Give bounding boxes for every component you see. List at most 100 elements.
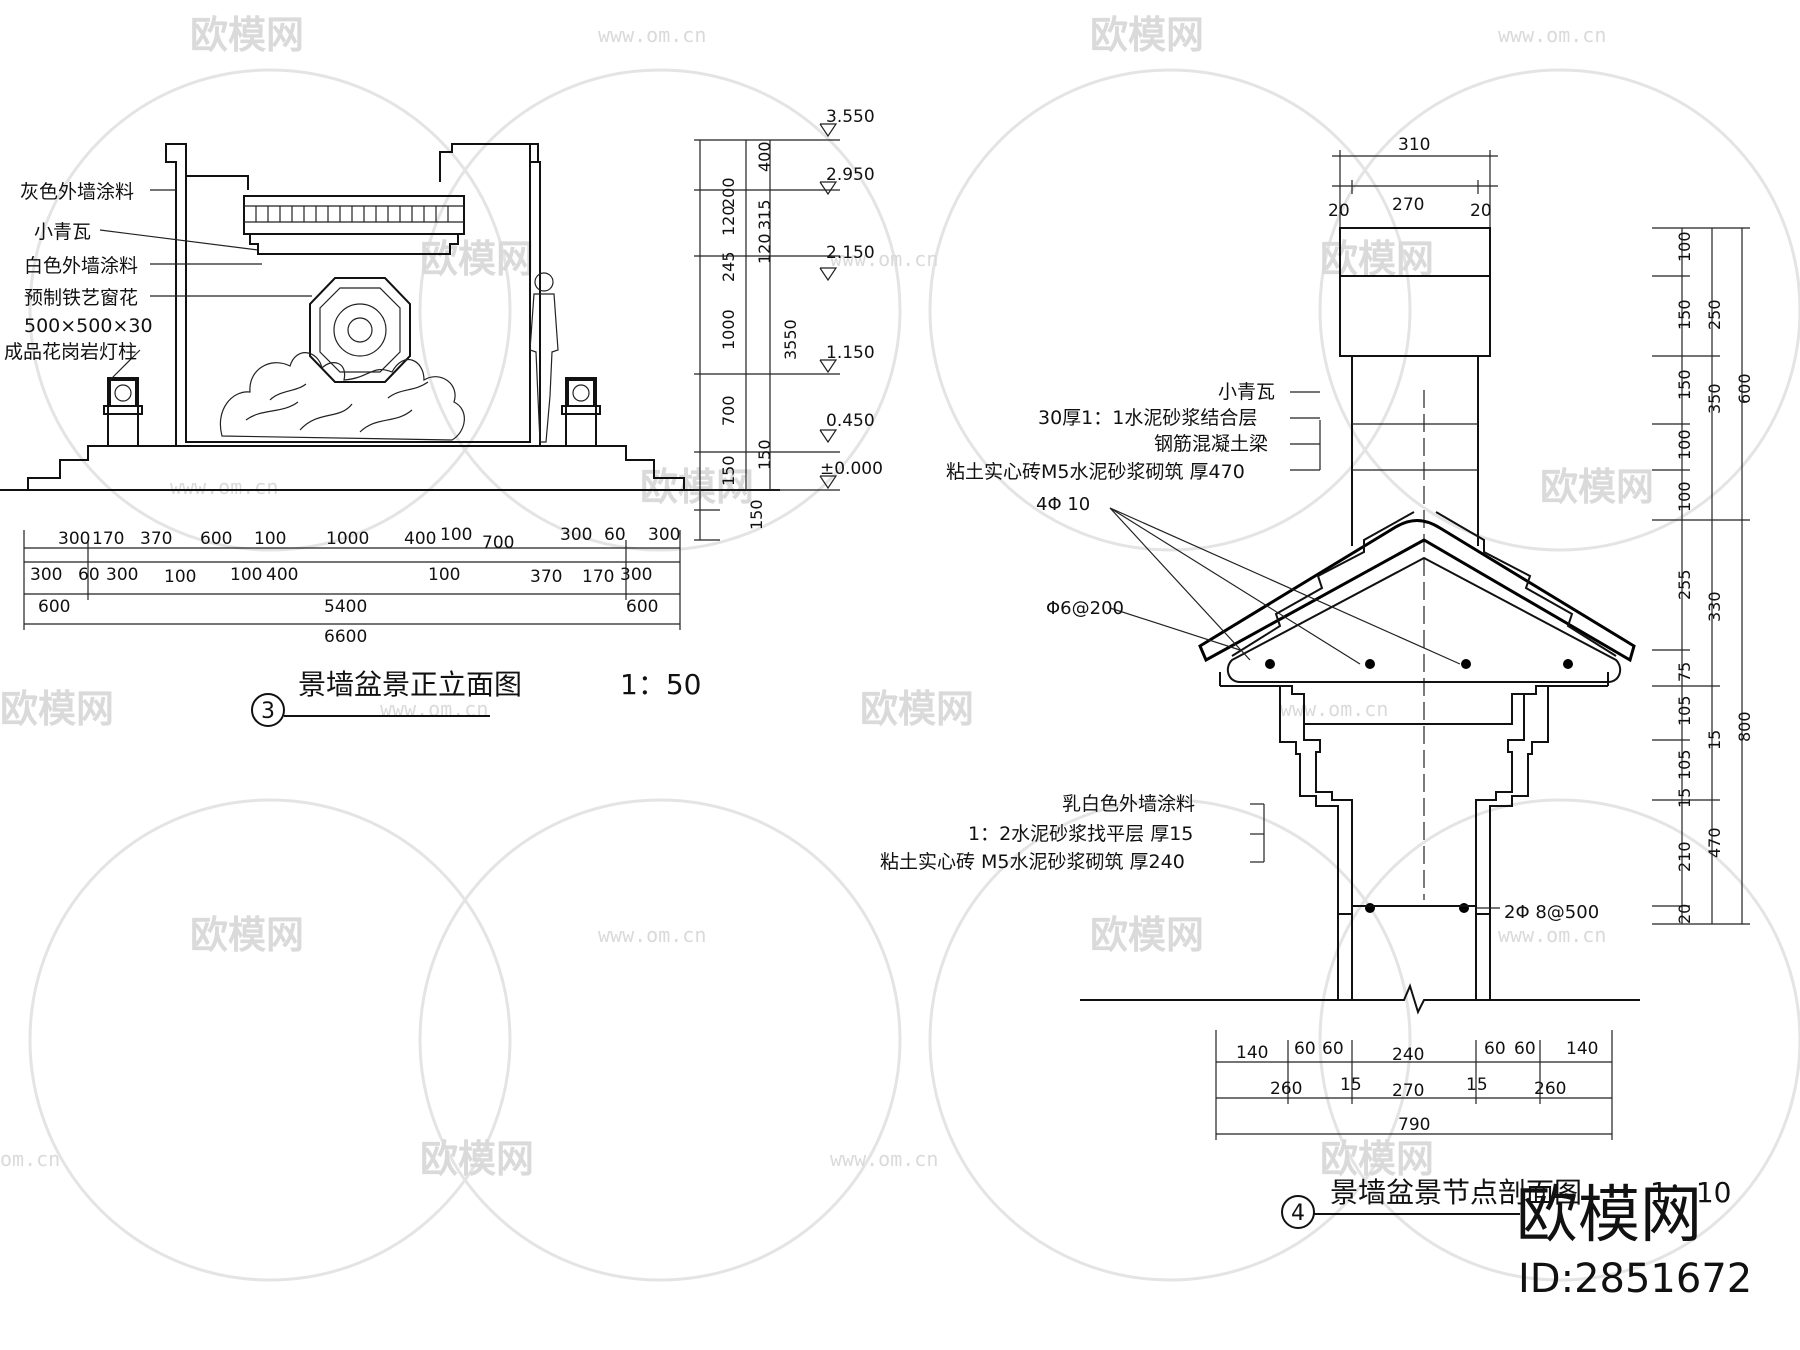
rebar-top-label: 4Φ 10 — [1036, 494, 1090, 515]
dim-top-310: 310 — [1398, 135, 1430, 155]
watermark-brand: 欧模网 — [1090, 913, 1204, 957]
dim-h4-6600: 6600 — [324, 627, 367, 647]
watermark-domain: www.om.cn — [1280, 697, 1388, 721]
dim-b3-790: 790 — [1398, 1115, 1430, 1135]
label-lamp-post: 成品花岗岩灯柱 — [4, 341, 137, 363]
window-ornament — [347, 317, 373, 343]
dim-h-300b: 300 — [560, 525, 592, 545]
watermark-brand: 欧模网 — [860, 687, 974, 731]
dim-b-240: 240 — [1392, 1045, 1424, 1065]
dim-h-300: 300 — [58, 529, 90, 549]
dim-r-255: 255 — [1675, 569, 1694, 600]
dim-b-60d: 60 — [1514, 1039, 1536, 1059]
section-right-dimensions — [1652, 227, 1750, 925]
dim-v-315: 315 — [755, 199, 774, 230]
dim-b-60: 60 — [1294, 1039, 1316, 1059]
dim-b2-15b: 15 — [1466, 1075, 1488, 1095]
watermark-domain: www.om.cn — [1498, 23, 1606, 47]
dim-b2-260: 260 — [1270, 1079, 1302, 1099]
dim-v-400: 400 — [755, 141, 774, 172]
dim-h-170: 170 — [92, 529, 124, 549]
elevation-0450: 0.450 — [826, 411, 875, 431]
drawing-number: 3 — [261, 699, 275, 724]
outer-finish-left — [1279, 686, 1352, 915]
human-scale-figure — [529, 272, 559, 443]
dim-v-120: 120 — [719, 205, 738, 236]
dim-r-20: 20 — [1675, 904, 1694, 924]
leader-lines — [99, 189, 312, 381]
dim-h3-600: 600 — [38, 597, 70, 617]
dim-b2-15: 15 — [1340, 1075, 1362, 1095]
vertical-dimension-lines — [694, 139, 840, 541]
dim-h2-60: 60 — [78, 565, 100, 585]
section-top-dimensions — [1332, 150, 1498, 228]
dim-r2-350: 350 — [1705, 383, 1724, 414]
dim-b-140: 140 — [1236, 1043, 1268, 1063]
watermark-brand: 欧模网 — [1090, 13, 1204, 57]
dim-b2-260b: 260 — [1534, 1079, 1566, 1099]
dim-h3-600b: 600 — [626, 597, 658, 617]
bonsai-detail — [245, 381, 429, 433]
elevation-2950: 2.950 — [826, 165, 875, 185]
section-label-paint: 乳白色外墙涂料 — [1062, 793, 1195, 815]
dim-r-15: 15 — [1705, 730, 1724, 750]
dim-h-1000: 1000 — [326, 529, 369, 549]
dim-r2-330: 330 — [1705, 591, 1724, 622]
dim-top-270: 270 — [1392, 195, 1424, 215]
label-white-paint: 白色外墙涂料 — [24, 255, 138, 277]
octagon-inner-frame — [319, 287, 401, 373]
base-steps — [27, 445, 685, 490]
window-ornament — [333, 303, 387, 357]
wall-pier-right — [530, 161, 541, 446]
drawing-number-circle — [251, 693, 285, 727]
dim-h2-170: 170 — [582, 567, 614, 587]
dim-r-105b: 105 — [1675, 749, 1694, 780]
watermark-brand: 欧模网 — [190, 913, 304, 957]
section-label-mortar: 30厚1：1水泥砂浆结合层 — [1038, 407, 1257, 429]
dim-r-100b: 100 — [1675, 429, 1694, 460]
upper-brick-column — [1339, 227, 1491, 900]
dim-r3-600: 600 — [1735, 373, 1754, 404]
dim-h2-100: 100 — [164, 567, 196, 587]
dim-top-20b: 20 — [1470, 201, 1492, 221]
watermark-brand: 欧模网 — [0, 687, 114, 731]
watermark-brand: 欧模网 — [190, 13, 304, 57]
label-grey-paint: 灰色外墙涂料 — [20, 181, 134, 203]
dim-b-60c: 60 — [1484, 1039, 1506, 1059]
dim-h-400: 400 — [404, 529, 436, 549]
bonsai-plant — [219, 352, 465, 441]
watermark-brand: 欧模网 — [1320, 237, 1434, 281]
drawing-number-circle — [1281, 1195, 1315, 1229]
watermark-domain: www.om.cn — [170, 475, 278, 499]
dim-h-700: 700 — [482, 533, 514, 553]
dim-b-60b: 60 — [1322, 1039, 1344, 1059]
tile-ticks — [255, 206, 449, 222]
drawing-scale: 1：50 — [620, 668, 701, 701]
label-iron-window: 预制铁艺窗花 — [24, 287, 138, 309]
dim-r2-470: 470 — [1705, 827, 1724, 858]
dim-v-150: 150 — [719, 455, 738, 486]
watermark-brand: 欧模网 — [640, 465, 754, 509]
drawing-title: 景墙盆景正立面图 — [298, 668, 522, 701]
dim-h-600: 600 — [200, 529, 232, 549]
dim-h2-300: 300 — [30, 565, 62, 585]
elevation-1150: 1.150 — [826, 343, 875, 363]
dim-v-1000: 1000 — [719, 309, 738, 350]
section-label-tile: 小青瓦 — [1218, 381, 1275, 403]
dim-h-100: 100 — [254, 529, 286, 549]
dim-v-150b: 150 — [755, 439, 774, 470]
hatched-beam-section — [1292, 693, 1525, 907]
watermark-brand: 欧模网 — [1320, 1137, 1434, 1181]
dim-h-370: 370 — [140, 529, 172, 549]
dim-r-210: 210 — [1675, 841, 1694, 872]
elevation-0000: ±0.000 — [820, 459, 883, 479]
tile-roof-band — [243, 195, 465, 235]
rebar-stirrup-label: Φ6@200 — [1046, 598, 1124, 619]
dim-r-100c: 100 — [1675, 481, 1694, 512]
dim-v-200: 200 — [719, 177, 738, 208]
granite-lamp-post-right — [561, 377, 601, 447]
watermark-domain: om.cn — [0, 1147, 60, 1171]
elevation-2150: 2.150 — [826, 243, 875, 263]
dim-v-245: 245 — [719, 251, 738, 282]
